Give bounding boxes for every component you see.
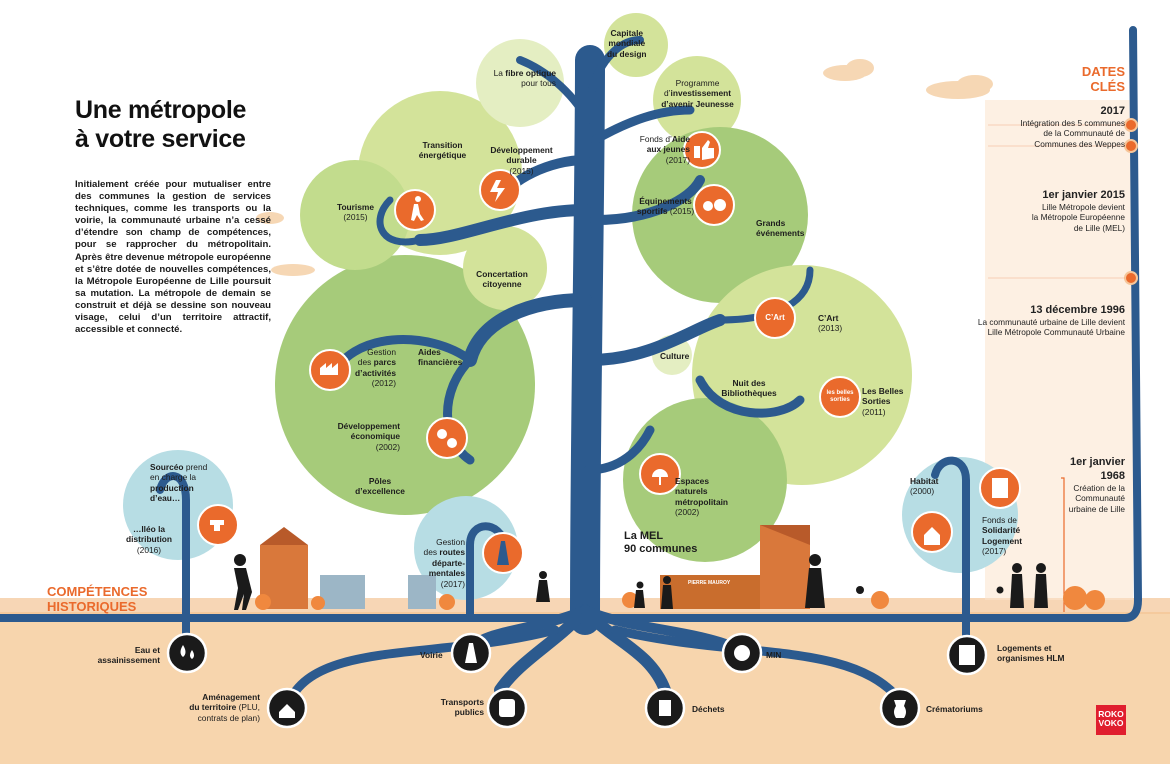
city-scene (234, 525, 1105, 610)
competence-dechets: Déchets (692, 704, 725, 714)
belles-sorties-logo-text: les belles sorties (826, 390, 854, 403)
stadium-sign: PIERRE MAUROY (688, 580, 731, 586)
cart-logo-icon (754, 297, 796, 339)
intro-paragraph: Initialement créée pour mutualiser entre… (75, 179, 271, 336)
belles-sorties-icon (819, 376, 861, 418)
competence-icons (166, 632, 988, 729)
competence-voirie: Voirie (420, 650, 443, 660)
label-jeunesse: Programme d’investissement d’avenir Jeun… (661, 78, 734, 109)
title-line-1: Une métropole (75, 96, 247, 124)
label-routes: Gestion des routes départe- mentales (20… (423, 537, 465, 589)
competence-min: MIN (766, 650, 782, 660)
date-2015: 1er janvier 2015 Lille Métropole devient… (1031, 189, 1125, 233)
label-tourisme: Tourisme(2015) (336, 202, 375, 223)
cart-logo-text: C’Art (765, 313, 785, 322)
competence-crematoriums: Crématoriums (926, 704, 983, 714)
label-cart: C’Art(2013) (818, 313, 843, 334)
gears-icon (426, 417, 468, 459)
competence-amenagement: Aménagement du territoire (PLU, contrats… (189, 692, 260, 723)
label-habitat: Habitat(2000) (910, 476, 939, 497)
date-1996: 13 décembre 1996 La communauté urbaine d… (977, 304, 1125, 338)
title-line-2: à votre service (75, 125, 246, 153)
label-aide-jeunes: Fonds d’Aide aux jeunes (2017) (639, 134, 690, 165)
label-culture: Culture (660, 351, 690, 361)
water-drops-icon (166, 632, 208, 674)
page-title: Une métropole à votre service (75, 96, 246, 154)
label-parcs: Gestion des parcs d’activités (2012) (355, 347, 396, 389)
label-sourceo: Sourcéo prend en charge la production d’… (150, 462, 208, 504)
